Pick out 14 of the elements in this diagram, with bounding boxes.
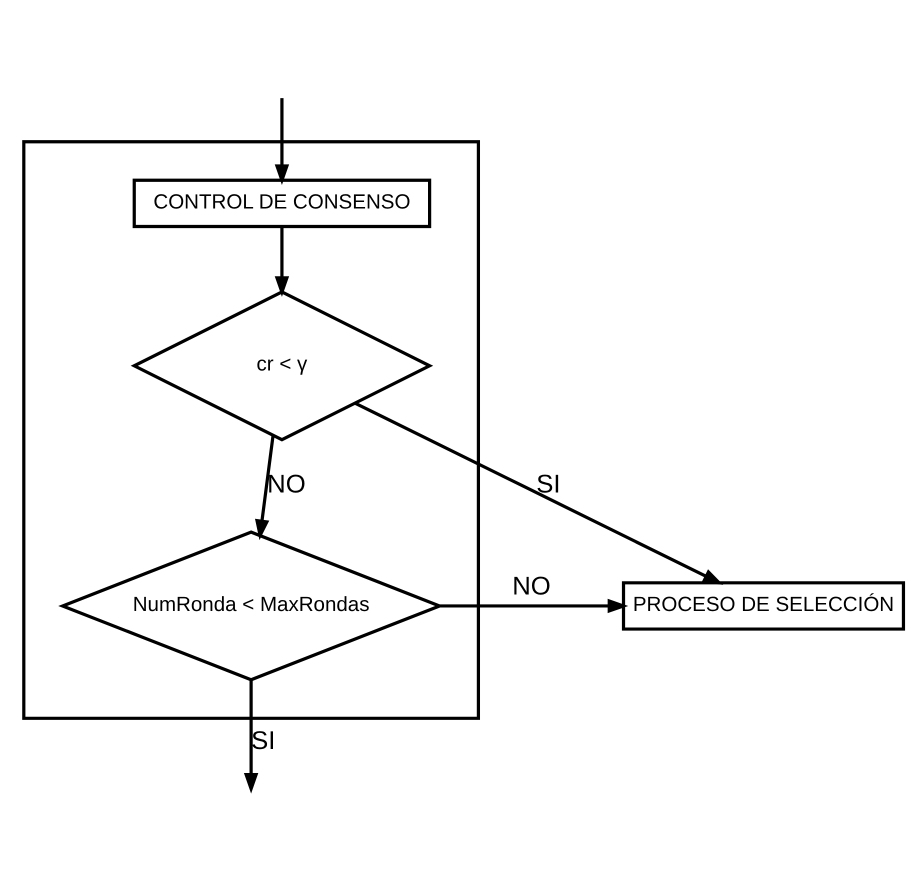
edge-label: SI	[536, 470, 561, 498]
arrow	[274, 226, 290, 297]
arrow	[354, 402, 724, 585]
arrow	[440, 598, 628, 614]
node-box: PROCESO DE SELECCIÓN	[622, 581, 906, 631]
cluster	[22, 140, 480, 720]
node-box: CONTROL DE CONSENSO	[132, 178, 432, 228]
edge-label: NO	[512, 572, 551, 600]
arrow	[274, 98, 290, 185]
edge-label: SI	[251, 727, 276, 756]
arrow	[255, 436, 275, 540]
arrow	[244, 680, 258, 794]
edge-label: NO	[267, 470, 306, 498]
node-diamond: cr < γ	[130, 290, 434, 442]
